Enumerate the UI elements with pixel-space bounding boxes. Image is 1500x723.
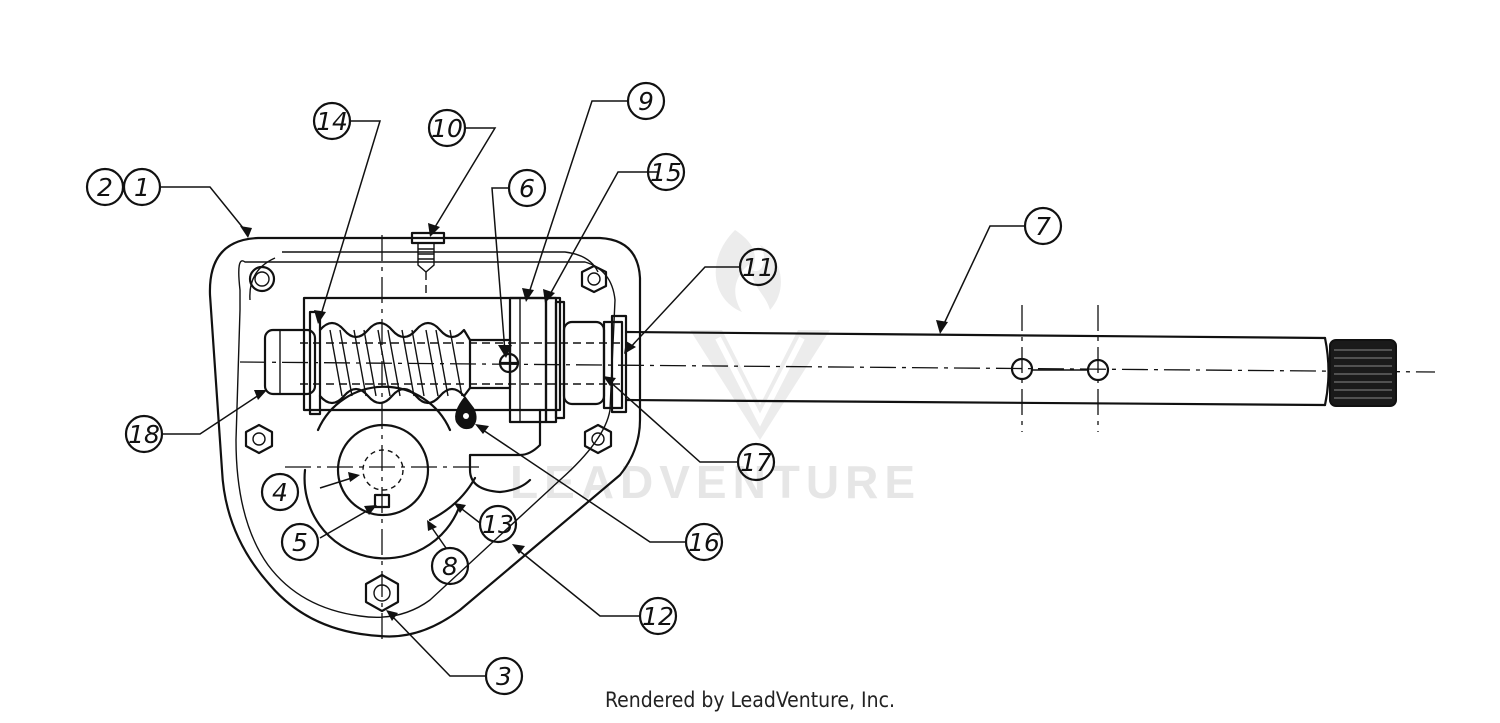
callout-5[interactable]: 5 <box>280 522 320 562</box>
svg-text:18: 18 <box>128 420 160 449</box>
svg-text:14: 14 <box>316 107 348 136</box>
splined-shaft-end <box>1329 339 1397 407</box>
callout-11[interactable]: 11 <box>738 247 778 287</box>
callout-7[interactable]: 7 <box>1023 206 1063 246</box>
svg-text:9: 9 <box>638 87 654 116</box>
centerlines <box>239 235 1436 640</box>
credit-text: Rendered by LeadVenture, Inc. <box>605 688 895 712</box>
svg-text:15: 15 <box>650 158 682 187</box>
callout-6[interactable]: 6 <box>507 168 547 208</box>
grease-fitting <box>455 396 477 430</box>
leader-lines <box>160 100 1025 677</box>
svg-text:5: 5 <box>292 528 308 557</box>
callout-3[interactable]: 3 <box>484 656 524 696</box>
housing-gasket-line <box>249 251 599 301</box>
vent-plug <box>410 231 446 298</box>
svg-text:10: 10 <box>431 114 463 143</box>
callout-10[interactable]: 10 <box>427 108 467 148</box>
svg-text:7: 7 <box>1035 212 1051 241</box>
svg-text:2: 2 <box>97 173 113 202</box>
callout-13[interactable]: 13 <box>478 504 518 544</box>
shaft-seal <box>602 314 628 414</box>
svg-text:6: 6 <box>519 174 535 203</box>
worm-wheel <box>303 385 477 560</box>
worm-gear <box>318 321 512 405</box>
callout-12[interactable]: 12 <box>638 596 678 636</box>
thrust-bearing-stack <box>508 296 606 424</box>
svg-text:3: 3 <box>496 662 512 691</box>
svg-text:1: 1 <box>134 173 150 202</box>
watermark: LEADVENTURE <box>510 230 921 508</box>
callout-9[interactable]: 9 <box>626 81 666 121</box>
callout-17[interactable]: 17 <box>736 442 776 482</box>
callout-16[interactable]: 16 <box>684 522 724 562</box>
svg-text:12: 12 <box>642 602 674 631</box>
gearbox-housing <box>208 236 642 638</box>
bolt-icon <box>248 265 276 293</box>
callout-14[interactable]: 14 <box>312 101 352 141</box>
svg-text:13: 13 <box>482 510 514 539</box>
svg-text:17: 17 <box>740 448 772 477</box>
svg-text:8: 8 <box>442 552 458 581</box>
callout-1[interactable]: 1 <box>122 167 162 207</box>
callouts: 2 1 14 10 6 9 15 7 <box>85 81 1063 696</box>
svg-text:4: 4 <box>272 478 288 507</box>
output-shaft <box>300 330 1330 407</box>
housing-inner-outline <box>235 260 616 618</box>
svg-text:16: 16 <box>688 528 720 557</box>
cross-hole <box>1010 357 1034 381</box>
housing-outer-outline <box>208 236 642 638</box>
bolt-icon <box>583 423 613 455</box>
watermark-text: LEADVENTURE <box>510 456 921 508</box>
woodruff-key <box>373 493 391 509</box>
bolt-icon <box>580 264 608 294</box>
callout-18[interactable]: 18 <box>124 414 164 454</box>
mounting-bolts <box>244 264 613 613</box>
callout-4[interactable]: 4 <box>260 472 300 512</box>
callout-15[interactable]: 15 <box>646 152 686 192</box>
bolt-icon <box>244 423 274 455</box>
svg-text:11: 11 <box>742 253 774 282</box>
callout-8[interactable]: 8 <box>430 546 470 586</box>
callout-2[interactable]: 2 <box>85 167 125 207</box>
